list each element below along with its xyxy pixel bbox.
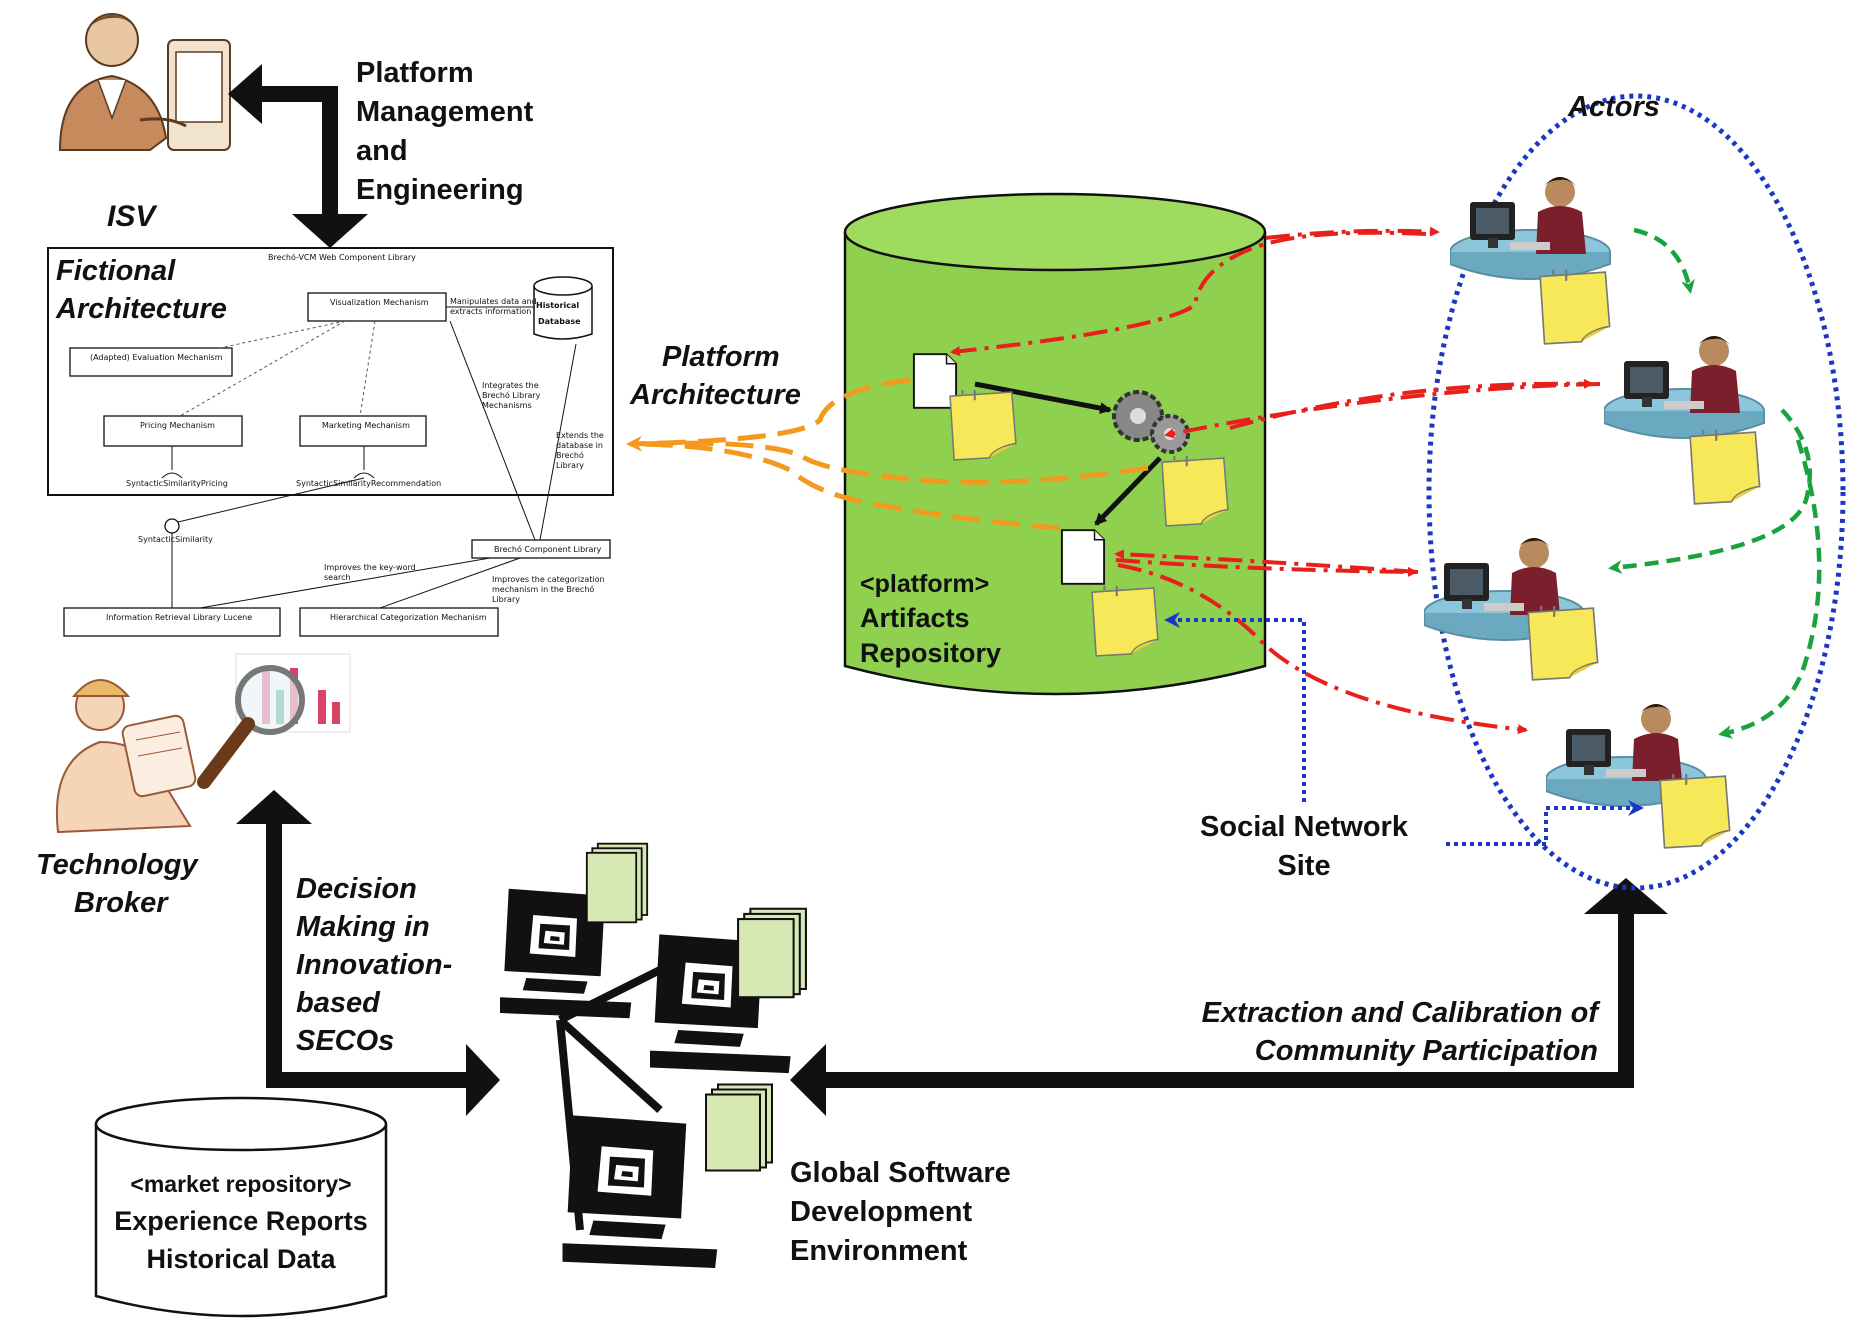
platform-architecture-label: Platform Architecture [629, 341, 801, 411]
svg-text:Environment: Environment [790, 1235, 968, 1267]
svg-text:Improves the key-word: Improves the key-word [324, 563, 416, 572]
svg-text:SyntacticSimilarityRecommendat: SyntacticSimilarityRecommendation [296, 479, 441, 488]
svg-text:Integrates the: Integrates the [482, 381, 539, 390]
technology-broker-icon [56, 679, 197, 833]
pricing-mechanism-box [103, 415, 243, 447]
svg-text:SyntacticSimilarityPricing: SyntacticSimilarityPricing [126, 479, 228, 488]
svg-text:Database: Database [538, 317, 581, 326]
svg-text:Technology: Technology [36, 849, 200, 881]
svg-text:Extraction and Calibration of: Extraction and Calibration of [1202, 997, 1602, 1029]
svg-text:SECOs: SECOs [296, 1025, 394, 1057]
svg-text:Manipulates data and: Manipulates data and [450, 297, 537, 306]
platform-management-label: Platform Management and Engineering [356, 57, 534, 206]
svg-text:Library: Library [556, 461, 584, 470]
svg-text:Historical: Historical [536, 301, 579, 310]
gsd-label: Global Software Development Environment [790, 1157, 1011, 1267]
svg-text:database in: database in [556, 441, 603, 450]
library-title: Brechó-VCM Web Component Library [268, 252, 416, 262]
svg-text:extracts information: extracts information [450, 307, 531, 316]
svg-text:Decision: Decision [296, 873, 417, 905]
svg-text:Experience Reports: Experience Reports [114, 1206, 368, 1236]
svg-text:<platform>: <platform> [860, 570, 989, 598]
isv-label: ISV [107, 200, 158, 233]
actors-ellipse [1426, 93, 1846, 891]
platform-management-arrow [228, 64, 368, 248]
svg-text:Information Retrieval Library: Information Retrieval Library Lucene [106, 613, 252, 622]
svg-text:Site: Site [1277, 850, 1330, 882]
fictional-architecture-label: Fictional [56, 255, 176, 287]
isv-person-icon [58, 13, 231, 151]
svg-text:Architecture: Architecture [629, 379, 801, 411]
svg-text:<market repository>: <market repository> [130, 1171, 351, 1197]
uml-links: SyntacticSimilarity Brechó Component Lib… [63, 320, 611, 637]
svg-text:Library: Library [492, 595, 520, 604]
platform-architecture-links [626, 377, 1149, 531]
technology-broker-label: Technology Broker [36, 849, 200, 919]
svg-text:Engineering: Engineering [356, 174, 524, 206]
svg-text:Community Participation: Community Participation [1255, 1035, 1598, 1067]
extraction-arrow [790, 878, 1668, 1116]
brecho-component-box [471, 539, 611, 559]
svg-text:Brechó: Brechó [556, 450, 584, 460]
actor-flow-links [1608, 227, 1822, 739]
svg-text:Broker: Broker [74, 887, 169, 919]
svg-text:Brechó Library: Brechó Library [482, 390, 541, 400]
svg-text:Social Network: Social Network [1200, 811, 1409, 843]
visualization-mechanism-box [307, 292, 447, 322]
svg-text:Platform: Platform [356, 57, 474, 89]
svg-text:mechanism in the Brechó: mechanism in the Brechó [492, 584, 594, 594]
svg-text:and: and [356, 135, 408, 167]
decision-making-label: Decision Making in Innovation- based SEC… [296, 873, 452, 1057]
svg-text:Making in: Making in [296, 911, 430, 943]
document-icon [1060, 529, 1106, 585]
extraction-label: Extraction and Calibration of Community … [1202, 997, 1602, 1067]
svg-text:Repository: Repository [860, 638, 1001, 668]
repository-label: <platform> Artifacts Repository [860, 570, 1001, 668]
svg-text:Artifacts: Artifacts [860, 603, 970, 633]
svg-text:Development: Development [790, 1196, 972, 1228]
social-network-links [1164, 612, 1644, 846]
lucene-box [63, 607, 281, 637]
historical-database-cylinder: Historical Database [533, 276, 593, 340]
actor-workstation-icon [1604, 334, 1766, 440]
hierarchical-box [299, 607, 499, 637]
computer-network-icon [500, 842, 807, 1268]
actors-label: Actors [1567, 91, 1660, 123]
svg-text:Pricing Mechanism: Pricing Mechanism [140, 421, 215, 430]
svg-text:Architecture: Architecture [55, 293, 227, 325]
svg-text:Global Software: Global Software [790, 1157, 1011, 1189]
svg-text:Platform: Platform [662, 341, 780, 373]
svg-text:Historical Data: Historical Data [146, 1244, 336, 1274]
svg-text:Hierarchical Categorization Me: Hierarchical Categorization Mechanism [330, 613, 487, 622]
evaluation-mechanism-box [69, 347, 233, 377]
actor-workstation-icon [1450, 176, 1611, 280]
svg-text:Visualization Mechanism: Visualization Mechanism [330, 298, 429, 307]
syntactic-similarity-label: SyntacticSimilarity [138, 535, 213, 544]
svg-text:Management: Management [356, 96, 534, 128]
fictional-architecture-uml: Brechó-VCM Web Component Library Fiction… [47, 247, 614, 496]
svg-text:search: search [324, 573, 351, 582]
svg-text:based: based [296, 987, 381, 1019]
svg-text:Brechó Component Library: Brechó Component Library [494, 544, 602, 554]
artifacts-repository-cylinder [843, 192, 1267, 696]
svg-text:Marketing Mechanism: Marketing Mechanism [322, 421, 410, 430]
svg-text:Innovation-: Innovation- [296, 949, 452, 981]
actors [1424, 176, 1766, 849]
svg-text:(Adapted) Evaluation Mechanism: (Adapted) Evaluation Mechanism [90, 353, 223, 362]
actor-repository-links [950, 226, 1601, 735]
decision-making-arrow [236, 790, 500, 1116]
magnifier-chart-icon [197, 653, 351, 789]
svg-text:Extends the: Extends the [556, 431, 604, 440]
market-repository-cylinder: <market repository> Experience Reports H… [94, 1096, 388, 1318]
marketing-mechanism-box [299, 415, 427, 447]
svg-text:Improves the categorization: Improves the categorization [492, 575, 605, 584]
social-network-label: Social Network Site [1200, 811, 1409, 882]
svg-text:Mechanisms: Mechanisms [482, 401, 532, 410]
